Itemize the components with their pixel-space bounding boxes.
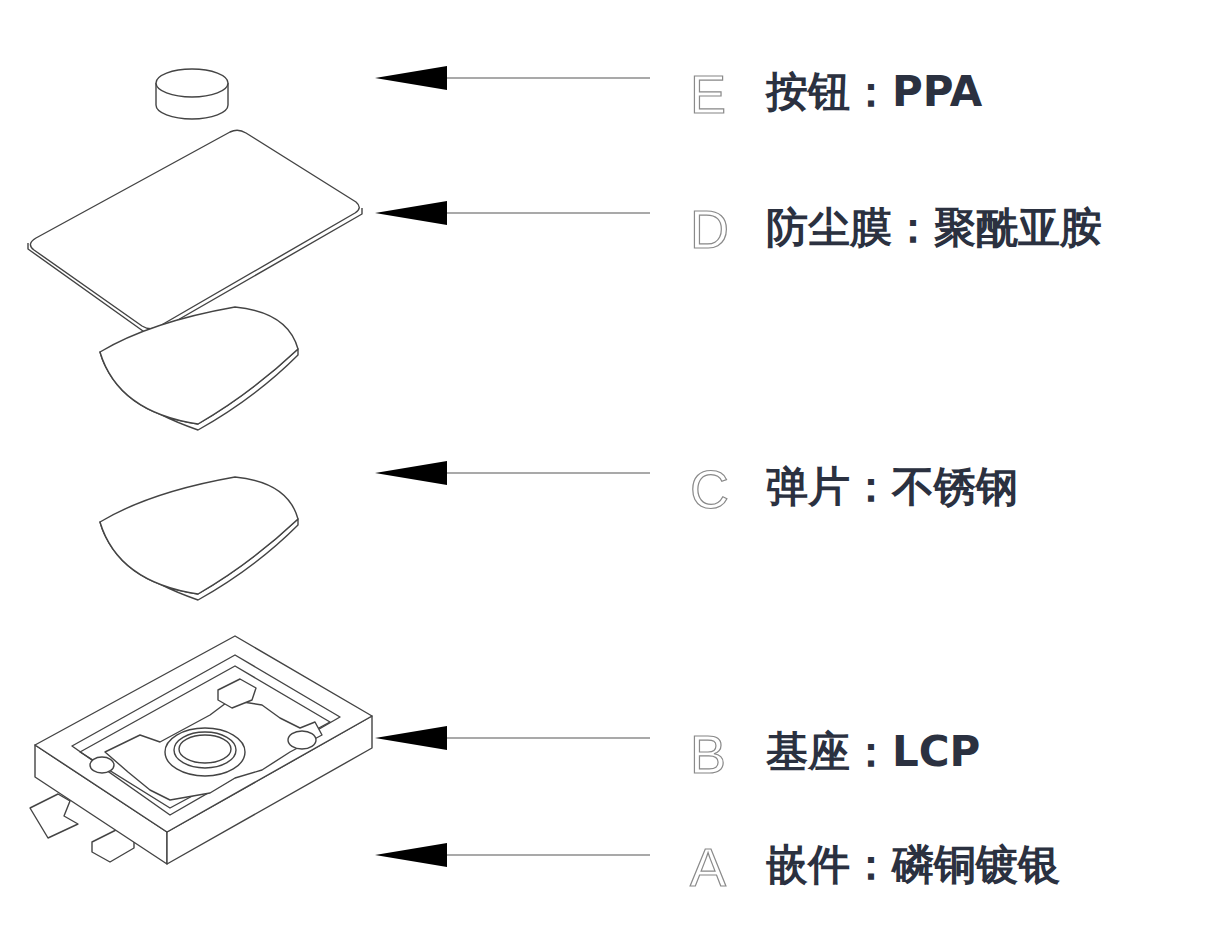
part-material: 按钮：PPA <box>766 69 982 115</box>
part-letter: E <box>690 67 726 121</box>
base-part <box>30 636 372 864</box>
part-material: 防尘膜：聚酰亚胺 <box>766 205 1102 251</box>
part-letter: D <box>690 202 729 256</box>
leader-arrows <box>375 66 650 867</box>
dust-film-part <box>28 130 362 336</box>
part-letter: B <box>690 727 726 781</box>
part-letter: C <box>690 462 729 516</box>
dome-spring-part <box>100 477 298 600</box>
part-material: 基座：LCP <box>766 729 980 775</box>
button-part <box>156 69 228 119</box>
dome-spring-part <box>100 307 298 430</box>
part-letter: A <box>690 840 726 894</box>
part-material: 弹片：不锈钢 <box>766 464 1018 510</box>
part-material: 嵌件：磷铜镀银 <box>766 842 1060 888</box>
